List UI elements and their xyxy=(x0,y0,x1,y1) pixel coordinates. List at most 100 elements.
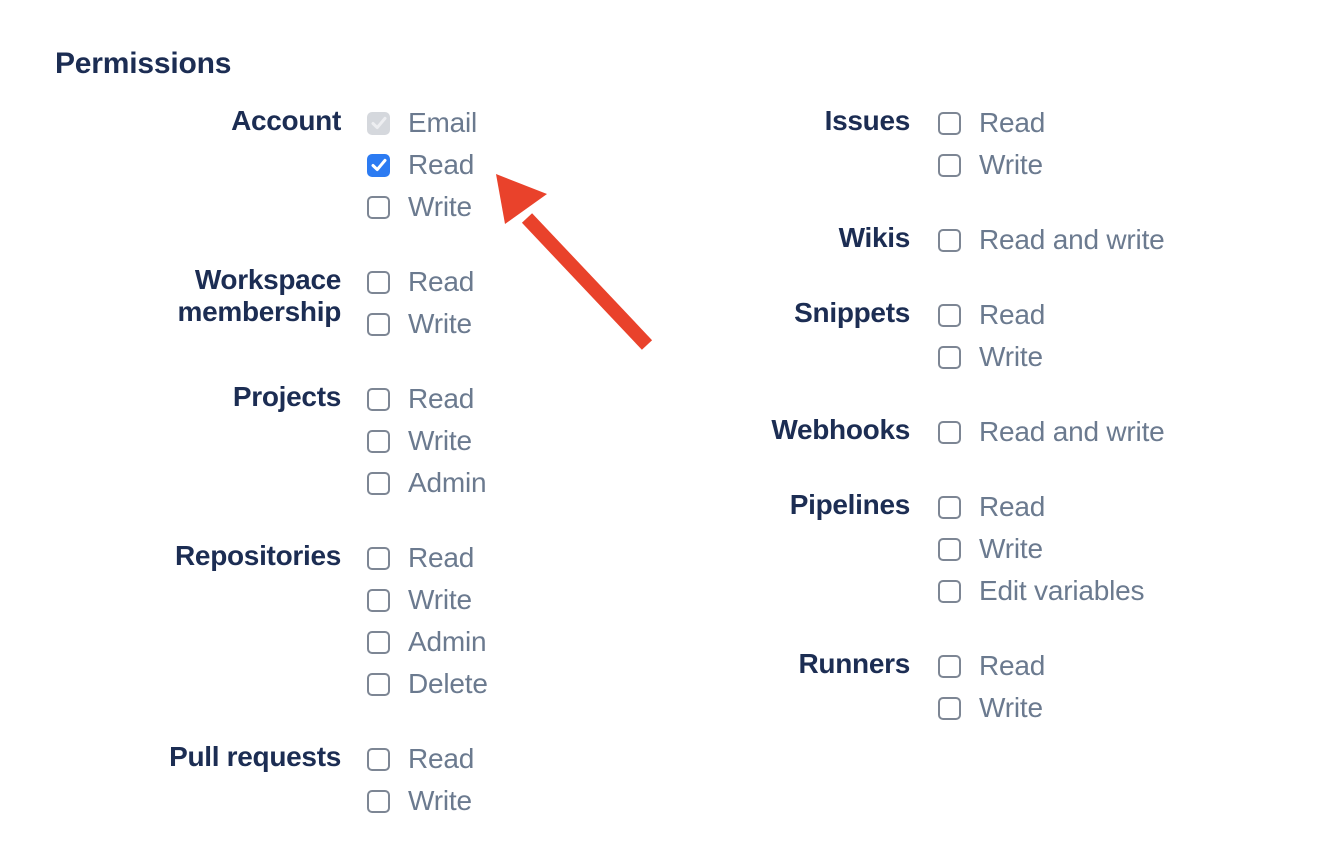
checkbox-wikis-read-and-write[interactable] xyxy=(938,228,961,252)
permission-option: Email xyxy=(367,107,477,138)
checkbox-pipelines-read[interactable] xyxy=(938,495,961,519)
permission-option-label: Write xyxy=(408,191,472,222)
permission-option[interactable]: Write xyxy=(938,341,1045,372)
check-icon xyxy=(371,116,386,130)
permission-option[interactable]: Read and write xyxy=(938,224,1165,255)
checkbox-issues-read[interactable] xyxy=(938,111,961,135)
permission-option-label: Admin xyxy=(408,626,487,657)
checkbox-projects-read[interactable] xyxy=(367,387,390,411)
permission-option[interactable]: Write xyxy=(367,785,474,816)
permission-option[interactable]: Read xyxy=(367,149,477,180)
permission-group-label: Webhooks xyxy=(771,414,910,445)
permission-group-label: Workspace membership xyxy=(177,264,342,327)
permission-option[interactable]: Read xyxy=(367,542,488,573)
checkbox-repositories-delete[interactable] xyxy=(367,672,390,696)
permission-option-label: Read xyxy=(408,542,475,573)
permission-group-projects: Projects Read Write Admin xyxy=(55,381,488,513)
permission-group-label: Pull requests xyxy=(169,741,341,772)
permission-group-runners: Runners Read Write xyxy=(730,648,1165,738)
permission-option-label: Email xyxy=(408,107,478,138)
permission-option[interactable]: Admin xyxy=(367,626,488,657)
permission-option-label: Write xyxy=(408,308,472,339)
permission-option-label: Write xyxy=(979,341,1043,372)
checkbox-issues-write[interactable] xyxy=(938,153,961,177)
checkbox-pipelines-edit-variables[interactable] xyxy=(938,579,961,603)
permission-option-label: Write xyxy=(408,584,472,615)
permission-options: Read Write Admin xyxy=(367,383,487,513)
permission-option-label: Read xyxy=(979,491,1046,522)
permission-option-label: Read xyxy=(979,650,1046,681)
permission-group-label: Issues xyxy=(824,105,911,136)
permission-option-label: Read xyxy=(408,383,475,414)
checkbox-account-email xyxy=(367,111,390,135)
checkbox-runners-read[interactable] xyxy=(938,654,961,678)
checkbox-account-write[interactable] xyxy=(367,195,390,219)
checkbox-pipelines-write[interactable] xyxy=(938,537,961,561)
checkbox-projects-write[interactable] xyxy=(367,429,390,453)
checkbox-runners-write[interactable] xyxy=(938,696,961,720)
checkbox-repositories-admin[interactable] xyxy=(367,630,390,654)
permission-option[interactable]: Write xyxy=(367,191,477,222)
permission-group-label: Account xyxy=(231,105,341,136)
checkbox-workspace-membership-write[interactable] xyxy=(367,312,390,336)
permission-options: Email Read Write xyxy=(367,107,477,237)
permission-option[interactable]: Write xyxy=(938,692,1045,723)
permission-group-label: Repositories xyxy=(175,540,341,571)
permission-option-label: Read xyxy=(408,266,475,297)
checkbox-pull-requests-read[interactable] xyxy=(367,747,390,771)
permission-group-label: Pipelines xyxy=(789,489,911,520)
permission-option[interactable]: Delete xyxy=(367,668,488,699)
permissions-column-right: Issues Read Write Wikis Read and write S… xyxy=(730,105,1165,770)
permission-option[interactable]: Write xyxy=(938,149,1045,180)
checkbox-repositories-write[interactable] xyxy=(367,588,390,612)
checkbox-repositories-read[interactable] xyxy=(367,546,390,570)
checkbox-projects-admin[interactable] xyxy=(367,471,390,495)
permission-group-webhooks: Webhooks Read and write xyxy=(730,414,1165,462)
permission-option[interactable]: Write xyxy=(367,425,486,456)
permission-options: Read Write xyxy=(938,107,1045,195)
permissions-column-left: Account Email Read Write Workspace membe… xyxy=(55,105,488,863)
permission-group-repositories: Repositories Read Write Admin Delete xyxy=(55,540,488,714)
checkbox-webhooks-read-and-write[interactable] xyxy=(938,420,961,444)
permission-option[interactable]: Edit variables xyxy=(938,575,1144,606)
permission-options: Read Write xyxy=(367,743,474,831)
permission-option-label: Read xyxy=(408,149,475,180)
permission-options: Read Write xyxy=(367,266,474,354)
permission-option-label: Write xyxy=(408,425,472,456)
permission-option[interactable]: Read xyxy=(367,266,474,297)
checkbox-snippets-write[interactable] xyxy=(938,345,961,369)
permission-option[interactable]: Admin xyxy=(367,467,487,498)
permission-group-snippets: Snippets Read Write xyxy=(730,297,1165,387)
permission-option[interactable]: Read and write xyxy=(938,416,1165,447)
permission-options: Read and write xyxy=(938,416,1165,462)
permission-group-wikis: Wikis Read and write xyxy=(730,222,1165,270)
permission-option[interactable]: Read xyxy=(367,383,486,414)
permission-group-issues: Issues Read Write xyxy=(730,105,1165,195)
permission-option-label: Delete xyxy=(408,668,488,699)
permission-option-label: Admin xyxy=(408,467,487,498)
permission-options: Read Write xyxy=(938,650,1045,738)
permission-option[interactable]: Write xyxy=(367,584,488,615)
permission-option[interactable]: Read xyxy=(367,743,474,774)
permission-option-label: Read xyxy=(979,107,1046,138)
permission-option[interactable]: Write xyxy=(367,308,474,339)
permission-option[interactable]: Write xyxy=(938,533,1144,564)
permission-option[interactable]: Read xyxy=(938,107,1045,138)
permission-option-label: Read xyxy=(408,743,475,774)
permission-group-label: Wikis xyxy=(838,222,911,253)
permission-option[interactable]: Read xyxy=(938,299,1045,330)
permission-option[interactable]: Read xyxy=(938,491,1144,522)
permission-option[interactable]: Read xyxy=(938,650,1045,681)
checkbox-workspace-membership-read[interactable] xyxy=(367,270,390,294)
checkbox-account-read[interactable] xyxy=(367,153,390,177)
permission-options: Read and write xyxy=(938,224,1165,270)
permission-options: Read Write xyxy=(938,299,1045,387)
permission-option-label: Write xyxy=(408,785,472,816)
permission-group-pull-requests: Pull requests Read Write xyxy=(55,741,488,831)
permission-group-account: Account Email Read Write xyxy=(55,105,488,237)
checkbox-pull-requests-write[interactable] xyxy=(367,789,390,813)
checkbox-snippets-read[interactable] xyxy=(938,303,961,327)
permission-option-label: Read and write xyxy=(979,224,1165,255)
permission-options: Read Write Edit variables xyxy=(938,491,1144,621)
page-title: Permissions xyxy=(55,47,232,80)
